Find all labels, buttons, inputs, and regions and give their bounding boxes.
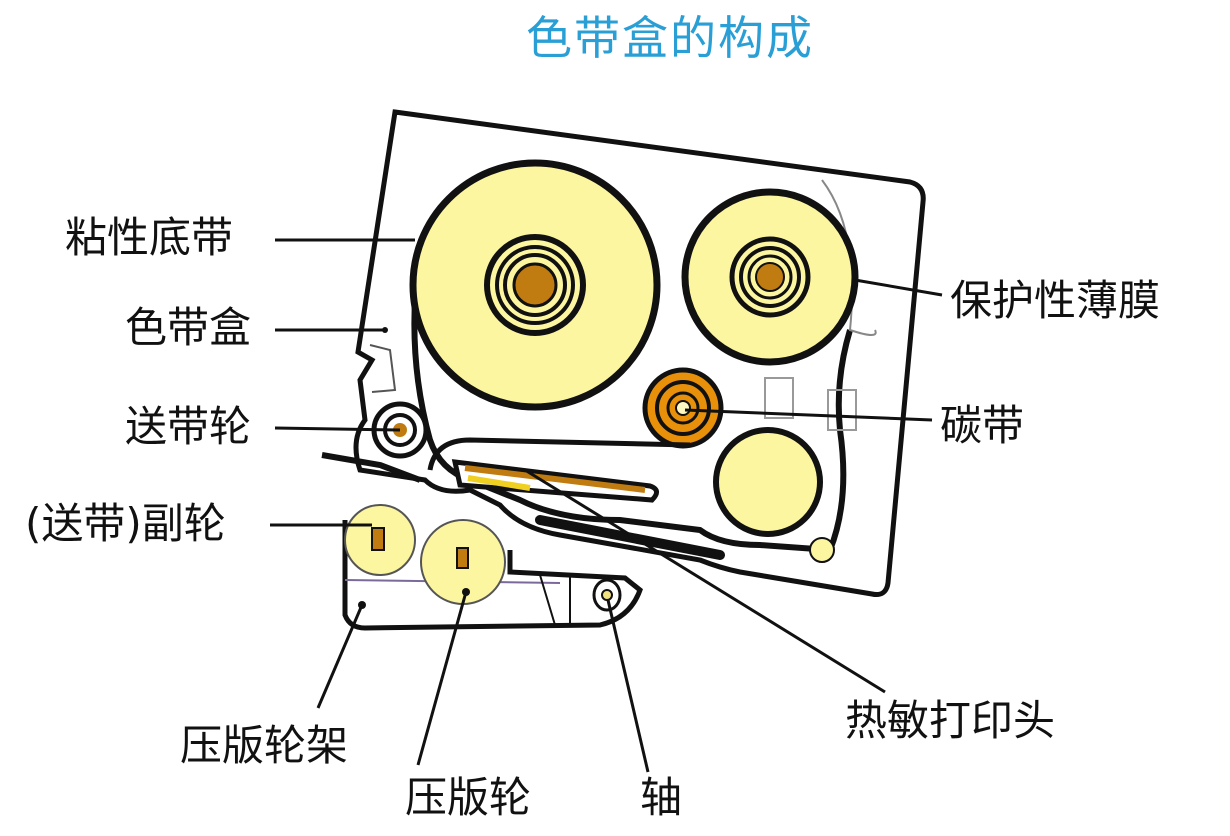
label-adhesive-tape: 粘性底带 (65, 213, 233, 262)
label-cassette: 色带盒 (125, 303, 251, 352)
platen-roller (420, 519, 506, 605)
label-shaft: 轴 (640, 773, 682, 822)
adhesive-tape-reel (409, 159, 661, 411)
thermal-print-head (427, 437, 725, 560)
ink-ribbon-reel (642, 367, 724, 449)
label-ink-ribbon: 碳带 (940, 401, 1024, 450)
take-up-reel (713, 427, 823, 537)
shaft (592, 578, 622, 612)
sub-wheel (344, 504, 416, 576)
diagram-title: 色带盒的构成 (526, 11, 814, 65)
label-protective-film: 保护性薄膜 (950, 276, 1160, 325)
protective-film-reel (681, 188, 859, 366)
small-roller (809, 537, 835, 563)
feed-wheel (371, 401, 429, 459)
label-thermal-head: 热敏打印头 (845, 696, 1055, 745)
label-feed-wheel: 送带轮 (125, 402, 251, 451)
label-platen-roller: 压版轮 (405, 773, 531, 822)
leader-lines (270, 238, 943, 773)
label-platen-holder: 压版轮架 (180, 721, 348, 770)
label-sub-wheel: (送带)副轮 (25, 499, 226, 548)
